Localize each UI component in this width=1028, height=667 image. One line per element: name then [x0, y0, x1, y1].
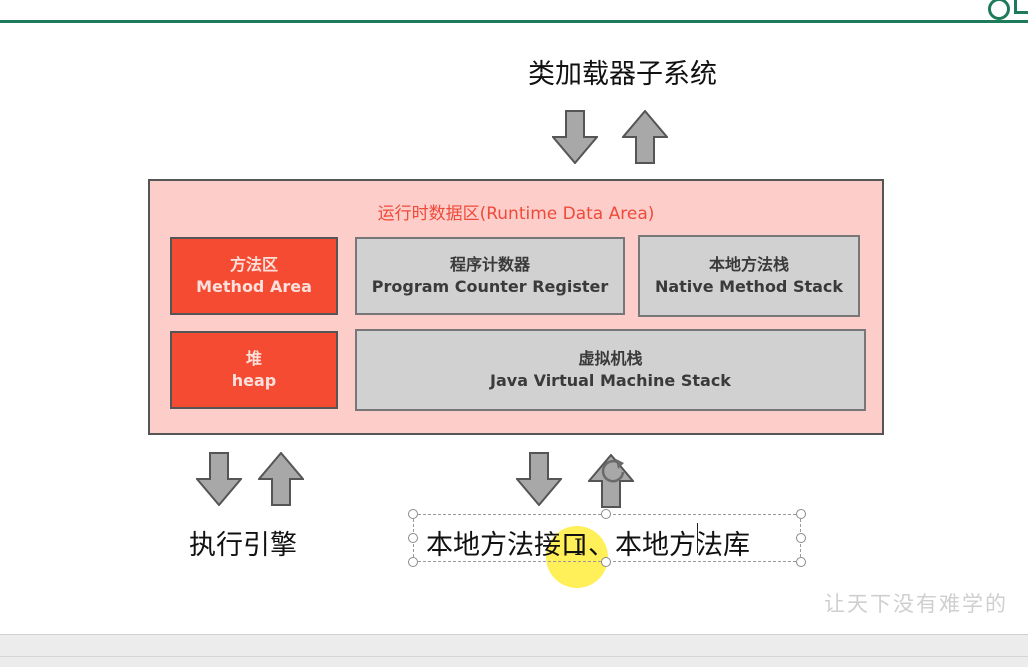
resize-handle[interactable]	[408, 509, 418, 519]
native-method-stack-box: 本地方法栈 Native Method Stack	[638, 235, 860, 317]
runtime-data-area: 运行时数据区(Runtime Data Area) 方法区 Method Are…	[148, 179, 884, 435]
logo-icon	[988, 0, 1010, 20]
resize-handle[interactable]	[796, 509, 806, 519]
native-interface-label[interactable]: 本地方法接口、本地方法库	[426, 530, 750, 561]
resize-handle[interactable]	[408, 533, 418, 543]
pc-register-box: 程序计数器 Program Counter Register	[355, 237, 625, 315]
resize-handle[interactable]	[796, 533, 806, 543]
method-area-box: 方法区 Method Area	[170, 237, 338, 315]
jvm-stack-cn: 虚拟机栈	[578, 349, 643, 368]
up-arrow-icon	[622, 110, 668, 164]
resize-handle[interactable]	[796, 557, 806, 567]
down-arrow-icon	[516, 452, 562, 506]
watermark-text: 让天下没有难学的	[824, 592, 1008, 616]
heap-cn: 堆	[245, 349, 262, 368]
cursor-highlight	[546, 526, 608, 588]
text-caret	[697, 523, 698, 553]
heap-en: heap	[231, 371, 277, 390]
resize-handle[interactable]	[601, 509, 611, 519]
method-area-en: Method Area	[196, 277, 312, 296]
execution-engine-label: 执行引擎	[189, 530, 297, 561]
pc-register-cn: 程序计数器	[449, 255, 530, 274]
pc-register-en: Program Counter Register	[371, 277, 609, 296]
down-arrow-icon	[552, 110, 598, 164]
bottom-bar	[0, 634, 1028, 667]
ibeam-cursor-icon: I	[574, 536, 583, 561]
heap-box: 堆 heap	[170, 331, 338, 409]
resize-handle[interactable]	[408, 557, 418, 567]
jvm-stack-box: 虚拟机栈 Java Virtual Machine Stack	[355, 329, 866, 411]
up-arrow-icon	[258, 452, 304, 506]
native-method-stack-en: Native Method Stack	[654, 277, 844, 296]
class-loader-label: 类加载器子系统	[528, 59, 717, 90]
rotate-handle-icon[interactable]	[598, 456, 628, 486]
jvm-stack-en: Java Virtual Machine Stack	[490, 371, 731, 390]
bottom-divider	[0, 656, 1028, 657]
runtime-data-area-title: 运行时数据区(Runtime Data Area)	[377, 204, 655, 224]
logo-mark-icon	[1014, 0, 1028, 14]
native-method-stack-cn: 本地方法栈	[708, 255, 789, 274]
down-arrow-icon	[196, 452, 242, 506]
top-bar	[0, 0, 1028, 23]
resize-handle[interactable]	[601, 557, 611, 567]
method-area-cn: 方法区	[229, 255, 278, 274]
